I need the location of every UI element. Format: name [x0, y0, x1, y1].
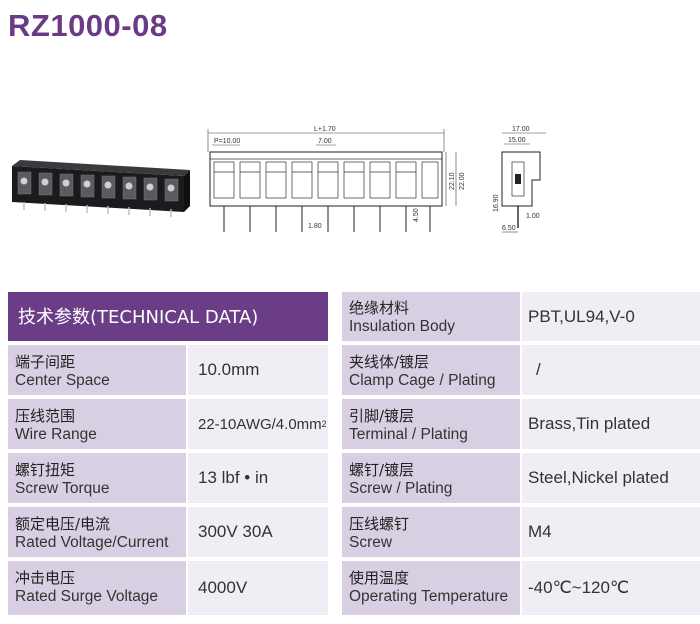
label-zh: 压线范围 [15, 407, 76, 425]
dim-pitch-inner: 7.00 [318, 138, 332, 145]
dim-height-inner: 22.00 [459, 172, 466, 190]
label-rated-voltage-current: 额定电压/电流 Rated Voltage/Current [8, 507, 186, 557]
label-en: Screw [349, 534, 393, 551]
label-zh: 冲击电压 [15, 569, 76, 587]
dim-pin-gap: 1.80 [308, 223, 322, 230]
dim-side-width-outer: 17.00 [512, 126, 530, 133]
dim-side-pin: 1.00 [526, 213, 540, 220]
value-screw-plating: Steel,Nickel plated [522, 453, 700, 503]
label-zh: 螺钉/镀层 [349, 461, 415, 479]
dim-height-outer: 22.10 [449, 172, 456, 190]
value-screw-torque: 13 lbf • in [188, 453, 328, 503]
label-zh: 使用温度 [349, 569, 410, 587]
dim-pin-length: 4.50 [413, 208, 420, 222]
label-operating-temperature: 使用温度 Operating Temperature [342, 561, 520, 615]
label-zh: 压线螺钉 [349, 515, 410, 533]
label-en: Terminal / Plating [349, 426, 468, 443]
label-en: Operating Temperature [349, 588, 509, 605]
dim-side-width-inner: 15.00 [508, 137, 526, 144]
value-insulation-body: PBT,UL94,V-0 [522, 292, 700, 341]
label-en: Rated Voltage/Current [15, 534, 169, 551]
value-rated-surge-voltage: 4000V [188, 561, 328, 615]
label-zh: 螺钉扭矩 [15, 461, 76, 479]
label-en: Wire Range [15, 426, 97, 443]
label-screw-plating: 螺钉/镀层 Screw / Plating [342, 453, 520, 503]
label-center-space: 端子间距 Center Space [8, 345, 186, 395]
label-zh: 额定电压/电流 [15, 515, 111, 533]
dim-side-height: 16.90 [493, 194, 500, 212]
product-photo [12, 160, 190, 217]
label-en: Screw Torque [15, 480, 110, 497]
label-zh: 绝缘材料 [349, 299, 410, 317]
label-zh: 引脚/镀层 [349, 407, 415, 425]
label-screw-torque: 螺钉扭矩 Screw Torque [8, 453, 186, 503]
product-title: RZ1000-08 [8, 8, 168, 43]
label-en: Rated Surge Voltage [15, 588, 159, 605]
label-wire-range: 压线范围 Wire Range [8, 399, 186, 449]
dim-side-base: 6.50 [502, 225, 516, 232]
label-en: Clamp Cage / Plating [349, 372, 496, 389]
label-en: Center Space [15, 372, 110, 389]
dim-pitch: P=10.00 [214, 138, 240, 145]
label-insulation-body: 绝缘材料 Insulation Body [342, 292, 520, 341]
label-zh: 夹线体/镀层 [349, 353, 430, 371]
label-en: Insulation Body [349, 318, 455, 335]
value-clamp-cage-plating: / [522, 345, 700, 395]
value-screw: M4 [522, 507, 700, 557]
label-zh: 端子间距 [15, 353, 76, 371]
label-clamp-cage-plating: 夹线体/镀层 Clamp Cage / Plating [342, 345, 520, 395]
label-rated-surge-voltage: 冲击电压 Rated Surge Voltage [8, 561, 186, 615]
value-operating-temperature: -40℃~120℃ [522, 561, 700, 615]
label-en: Screw / Plating [349, 480, 453, 497]
value-center-space: 10.0mm [188, 345, 328, 395]
table-header: 技术参数(TECHNICAL DATA) [8, 292, 328, 341]
dim-total-length: L+1.70 [314, 126, 336, 133]
table-header-text: 技术参数(TECHNICAL DATA) [18, 307, 259, 328]
front-view-drawing: L+1.70 P=10.00 7.00 1.80 4.50 22.10 22.0… [207, 126, 466, 232]
label-terminal-plating: 引脚/镀层 Terminal / Plating [342, 399, 520, 449]
value-terminal-plating: Brass,Tin plated [522, 399, 700, 449]
side-view-drawing: 17.00 15.00 16.90 1.00 6.50 [493, 126, 546, 233]
label-screw: 压线螺钉 Screw [342, 507, 520, 557]
value-rated-voltage-current: 300V 30A [188, 507, 328, 557]
